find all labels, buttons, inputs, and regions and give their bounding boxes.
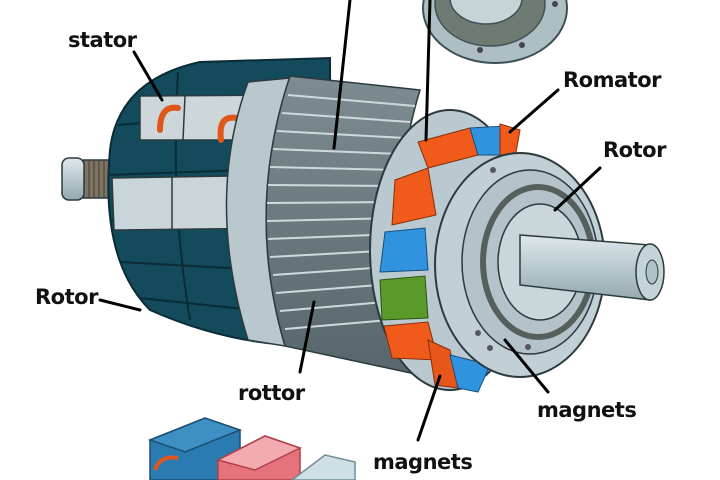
label-rotor-left: Rotor	[35, 285, 98, 309]
bottom-blocks	[147, 417, 356, 480]
output-shaft	[519, 234, 665, 301]
label-romator: Romator	[563, 68, 661, 92]
label-stator: stator	[68, 28, 137, 52]
leader-lines	[98, 0, 602, 442]
label-rottor: rottor	[238, 381, 305, 405]
label-magnets-bottom: magnets	[373, 450, 473, 474]
label-magnets-right: magnets	[537, 398, 637, 422]
label-rotor-right: Rotor	[603, 138, 666, 162]
end-bell-top	[422, 0, 568, 64]
